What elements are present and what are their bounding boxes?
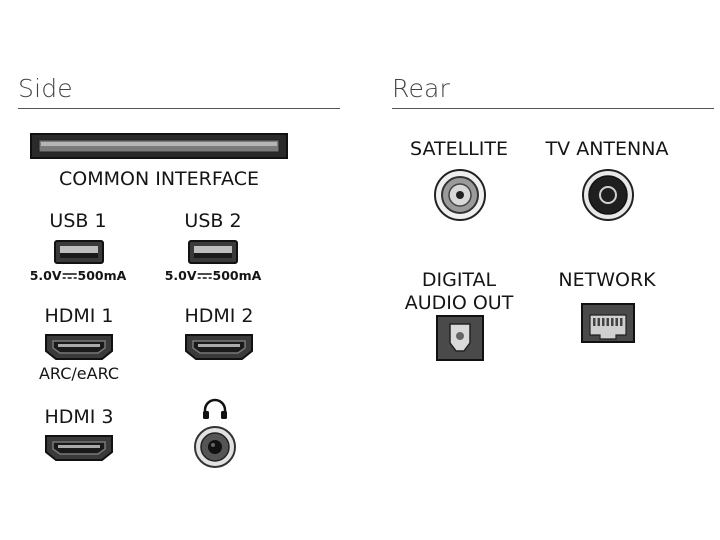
common-interface-slot <box>30 133 288 159</box>
headphone-icon <box>202 398 228 420</box>
common-interface-label: COMMON INTERFACE <box>59 168 259 190</box>
usb2-label: USB 2 <box>184 210 242 232</box>
tv-antenna-port <box>581 168 635 222</box>
rear-divider <box>392 108 714 109</box>
digital-audio-out-label-line2: AUDIO OUT <box>404 292 514 314</box>
hdmi3-port <box>44 434 114 462</box>
hdmi1-label: HDMI 1 <box>44 305 114 327</box>
usb1-spec: 5.0V 500mA <box>30 268 127 283</box>
headphone-jack <box>193 425 237 469</box>
hdmi2-port <box>184 333 254 361</box>
side-divider <box>18 108 340 109</box>
usb1-spec-current: 500mA <box>77 268 127 283</box>
satellite-port <box>433 168 487 222</box>
usb2-spec: 5.0V 500mA <box>165 268 262 283</box>
usb2-spec-current: 500mA <box>212 268 262 283</box>
hdmi1-port <box>44 333 114 361</box>
hdmi3-label: HDMI 3 <box>44 406 114 428</box>
network-label: NETWORK <box>558 269 656 291</box>
hdmi2-label: HDMI 2 <box>184 305 254 327</box>
usb1-port <box>54 240 104 264</box>
usb2-spec-voltage: 5.0V <box>164 268 197 283</box>
usb2-port <box>188 240 238 264</box>
usb1-spec-voltage: 5.0V <box>29 268 62 283</box>
hdmi1-sublabel: ARC/eARC <box>38 364 120 383</box>
dc-symbol-icon <box>62 272 78 280</box>
dc-symbol-icon <box>197 272 213 280</box>
usb1-label: USB 1 <box>49 210 107 232</box>
digital-audio-out-port <box>436 315 484 361</box>
tv-antenna-label: TV ANTENNA <box>545 138 669 160</box>
side-section-title: Side <box>18 74 73 103</box>
digital-audio-out-label-line1: DIGITAL <box>421 269 497 291</box>
rear-section-title: Rear <box>392 74 451 103</box>
network-port <box>581 303 635 343</box>
satellite-label: SATELLITE <box>410 138 508 160</box>
